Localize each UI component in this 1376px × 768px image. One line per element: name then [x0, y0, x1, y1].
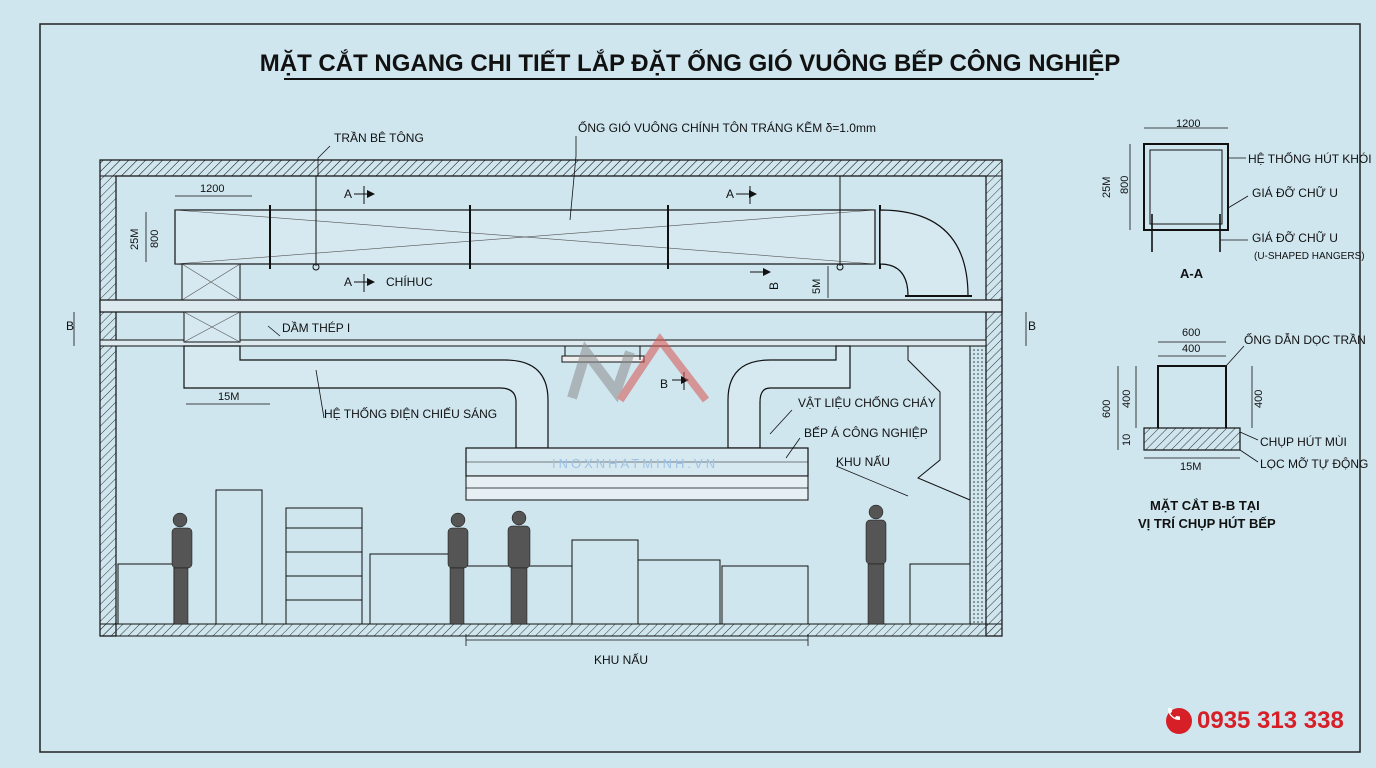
intermediate-slab [99, 299, 1003, 313]
label-chihuc: CHÍHUC [386, 274, 433, 289]
phone-number: 0935 313 338 [1197, 707, 1344, 734]
section-aa-drawing [1129, 127, 1249, 252]
section-marker-a-top: A [344, 187, 352, 201]
bb-title-line1: MẶT CẮT B-B TẠI [1150, 498, 1260, 513]
label-i-beam: DẦM THÉP I [282, 320, 350, 335]
bb-dim-15m: 15M [1180, 461, 1201, 473]
workers [171, 504, 887, 625]
aa-dim-25m: 25M [1101, 177, 1113, 198]
label-main-duct: ỐNG GIÓ VUÔNG CHÍNH TÔN TRÁNG KẼM δ=1.0m… [578, 120, 876, 135]
section-marker-b-vert: B [767, 282, 781, 290]
aa-label-u-bracket-1: GIÁ ĐỠ CHỮ U [1252, 185, 1338, 200]
aa-label-u-hangers: (U-SHAPED HANGERS) [1254, 251, 1365, 262]
section-marker-a-bottom: A [344, 275, 352, 289]
kitchen-equipment [117, 489, 971, 625]
section-marker-b-left: B [66, 319, 74, 333]
dim-25m-main: 25M [129, 229, 141, 250]
bb-label-ceiling-duct: ỐNG DẪN DỌC TRẦN [1244, 332, 1366, 347]
label-asian-stove: BẾP Á CÔNG NGHIỆP [804, 425, 928, 440]
wall-hood [907, 345, 971, 501]
dimensions-main [73, 195, 1027, 646]
label-cooking-area-bottom: KHU NẤU [594, 652, 648, 667]
phone-icon [1166, 708, 1192, 734]
bb-dim-600-side: 600 [1101, 400, 1113, 418]
dim-1200-main: 1200 [200, 183, 224, 195]
bb-label-hood: CHỤP HÚT MÙI [1260, 434, 1347, 449]
dim-15m-main: 15M [218, 391, 239, 403]
label-fireproof: VẬT LIỆU CHỐNG CHÁY [798, 395, 936, 410]
section-marker-b-center: B [660, 377, 668, 391]
section-marker-a-right: A [726, 187, 734, 201]
aa-label-exhaust-system: HỆ THỐNG HÚT KHÓI [1248, 151, 1372, 166]
bb-dim-400-side-left: 400 [1121, 390, 1133, 408]
sheet-border [39, 23, 1361, 753]
leader-lines [267, 136, 909, 497]
drawing-title: MẶT CẮT NGANG CHI TIẾT LẮP ĐẶT ỐNG GIÓ V… [260, 49, 1120, 77]
dim-800-main: 800 [149, 230, 161, 248]
lower-duct [183, 311, 851, 449]
aa-dim-800: 800 [1119, 176, 1131, 194]
bb-dim-400-side-right: 400 [1253, 390, 1265, 408]
aa-label-u-bracket-2: GIÁ ĐỠ CHỮ U [1252, 230, 1338, 245]
exhaust-hood [465, 447, 809, 501]
watermark-text: INOXNHATMINH.VN [552, 456, 718, 471]
bb-label-grease-filter: LỌC MỠ TỰ ĐỘNG [1260, 456, 1368, 471]
bb-title-line2: VỊ TRÍ CHỤP HÚT BẾP [1138, 516, 1276, 531]
main-duct [174, 176, 972, 301]
section-marker-b-right: B [1028, 319, 1036, 333]
phone-contact[interactable]: 0935 313 338 [1166, 706, 1344, 736]
i-beam-flange [99, 339, 987, 347]
building-section [99, 159, 1003, 637]
label-concrete-ceiling: TRẦN BÊ TÔNG [334, 130, 424, 145]
bb-dim-600-top: 600 [1182, 327, 1200, 339]
fireproof-wall [969, 345, 987, 625]
bb-dim-10: 10 [1121, 434, 1133, 446]
bb-dim-400-top: 400 [1182, 343, 1200, 355]
section-bb-drawing [1117, 341, 1259, 463]
floor-slab [99, 623, 1003, 637]
label-cooking-area: KHU NẤU [836, 454, 890, 469]
aa-dim-width: 1200 [1176, 118, 1200, 130]
nm-logo-icon [567, 333, 710, 403]
concrete-ceiling [99, 159, 1003, 177]
label-lighting: HỆ THỐNG ĐIỆN CHIẾU SÁNG [324, 406, 497, 421]
aa-title: A-A [1180, 266, 1204, 281]
dim-5m-main: 5M [811, 279, 823, 294]
